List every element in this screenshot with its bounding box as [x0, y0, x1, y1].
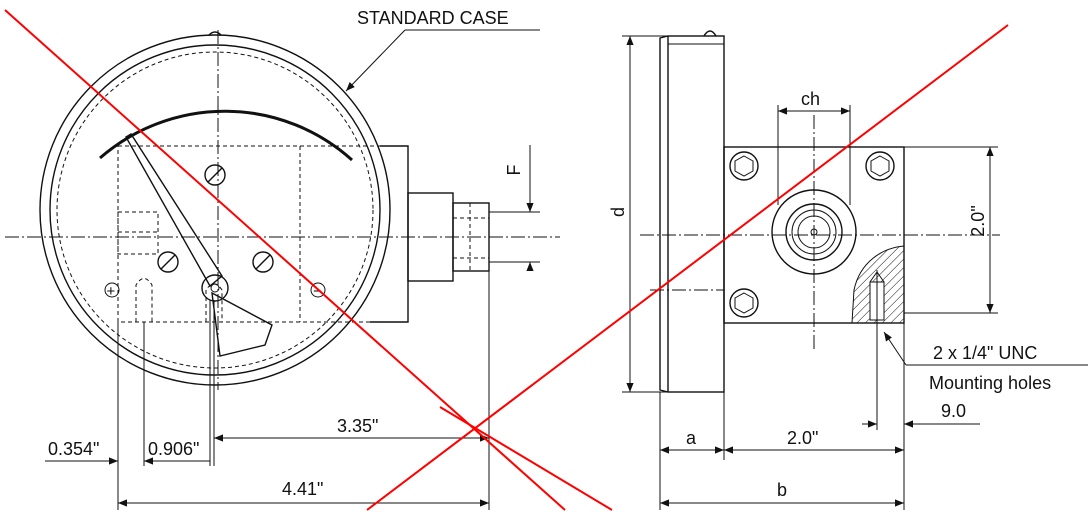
screw-icon [204, 164, 226, 186]
side-dimensions: ch d 2.0" 2 x 1/4" UNC Mounting holes 9.… [608, 35, 1088, 510]
process-port-icon [771, 189, 857, 275]
dim-F-label: F [504, 165, 524, 176]
side-case-knob [703, 30, 717, 37]
case-top-knob [208, 31, 222, 36]
scale-arc [99, 109, 354, 162]
dim-441-label: 4.41" [282, 479, 323, 499]
pointer-needle [125, 133, 223, 288]
dim-0906-label: 0.906" [148, 439, 199, 459]
plus-port-icon [104, 282, 120, 298]
dim-width-block-label: 2.0" [787, 428, 818, 448]
side-case-body [667, 35, 725, 393]
holes-spec-label: 2 x 1/4" UNC [933, 343, 1037, 363]
plus-port-symbol: + [107, 283, 116, 300]
dim-0354-label: 0.354" [48, 439, 99, 459]
dim-9-label: 9.0 [941, 401, 966, 421]
minus-port-symbol: − [313, 283, 322, 300]
screw-icon [252, 251, 274, 273]
side-case-bezel [659, 35, 669, 393]
dim-a-label: a [686, 428, 697, 448]
dial-dashed-circle [56, 51, 374, 369]
hidden-stud-center [205, 283, 223, 322]
screw-icon [157, 251, 179, 273]
cross-out-mark [4, 9, 1009, 511]
front-dimensions: F STANDARD CASE 0.354" 0.906" 3.35" 4.41… [45, 8, 540, 510]
pointer-hub [201, 274, 229, 302]
holes-name-label: Mounting holes [929, 373, 1051, 393]
hex-bolt-icon [729, 288, 759, 318]
dim-height-block-label: 2.0" [968, 205, 988, 236]
side-view [640, 30, 1000, 430]
pointer-sector [211, 291, 273, 357]
minus-port-icon [310, 282, 326, 298]
dim-b-label: b [777, 480, 787, 500]
front-view: + − [5, 30, 560, 390]
connector-tip [452, 202, 490, 272]
hidden-stud-left [135, 278, 153, 322]
hidden-port [117, 211, 159, 255]
case-outer-ring [39, 34, 391, 386]
dim-d-label: d [608, 207, 628, 217]
dim-335-label: 3.35" [337, 416, 378, 436]
hex-bolt-icon [865, 151, 895, 181]
standard-case-label: STANDARD CASE [357, 8, 509, 28]
hidden-body [117, 145, 409, 323]
dim-ch-label: ch [801, 89, 820, 109]
case-inner-ring [49, 44, 381, 376]
hex-bolt-icon [729, 151, 759, 181]
